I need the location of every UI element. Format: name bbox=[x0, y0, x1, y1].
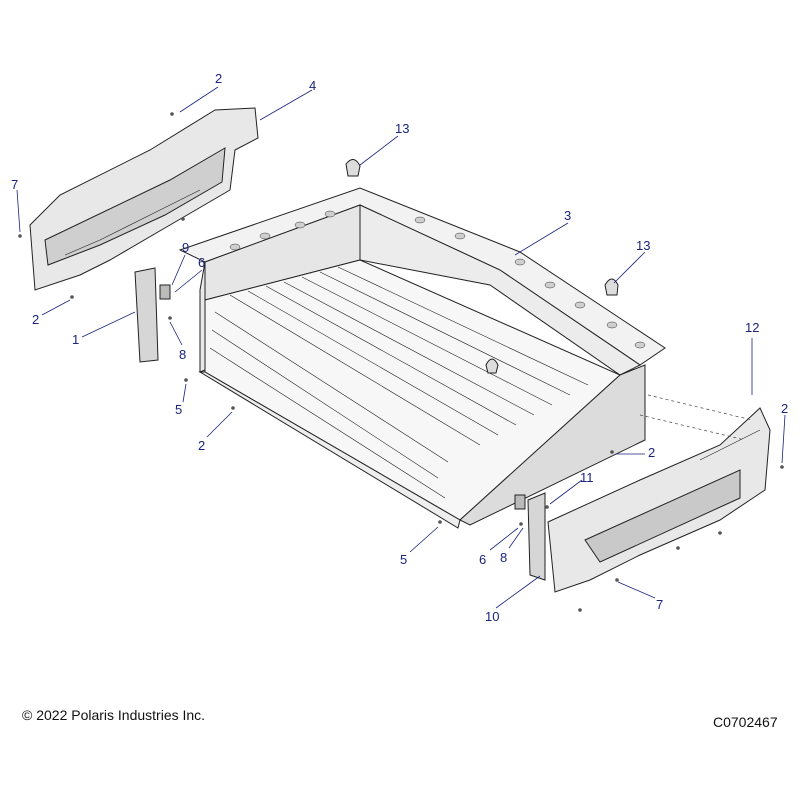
callout-4: 4 bbox=[309, 78, 316, 93]
callout-13-right: 13 bbox=[636, 238, 650, 253]
callout-1: 1 bbox=[72, 332, 79, 347]
fasteners bbox=[18, 112, 784, 612]
callout-8-bottom: 8 bbox=[500, 550, 507, 565]
callout-6-left: 6 bbox=[198, 255, 205, 270]
callout-13-top: 13 bbox=[395, 121, 409, 136]
callout-8-left: 8 bbox=[179, 347, 186, 362]
tie-down-top bbox=[345, 159, 361, 177]
callout-2-bottom-left: 2 bbox=[198, 438, 205, 453]
bracket-right bbox=[514, 492, 546, 581]
callout-9: 9 bbox=[182, 240, 189, 255]
cargo-box bbox=[178, 187, 666, 529]
callout-12: 12 bbox=[745, 320, 759, 335]
callout-5-left: 5 bbox=[175, 402, 182, 417]
callout-7-bottom: 7 bbox=[656, 597, 663, 612]
callout-5-bottom: 5 bbox=[400, 552, 407, 567]
callout-11: 11 bbox=[580, 470, 594, 485]
callout-2-left: 2 bbox=[32, 312, 39, 327]
floor-ribs bbox=[209, 266, 589, 499]
tie-down-right bbox=[604, 278, 619, 296]
right-side-panel bbox=[547, 394, 771, 593]
left-side-panel bbox=[29, 107, 259, 291]
callout-6-bottom: 6 bbox=[479, 552, 486, 567]
callout-10: 10 bbox=[485, 609, 499, 624]
drawing-id: C0702467 bbox=[713, 714, 778, 730]
tie-down-center bbox=[485, 358, 499, 374]
callout-2-right: 2 bbox=[648, 445, 655, 460]
callouts: 2 4 13 7 3 9 6 13 2 1 8 12 5 2 2 2 11 5 … bbox=[11, 71, 788, 624]
copyright-notice: © 2022 Polaris Industries Inc. bbox=[22, 707, 206, 723]
callout-3: 3 bbox=[564, 208, 571, 223]
leader-lines bbox=[16, 86, 786, 609]
callout-2-top: 2 bbox=[215, 71, 222, 86]
callout-2-right-edge: 2 bbox=[781, 401, 788, 416]
rim-pockets bbox=[229, 210, 646, 349]
bracket-left bbox=[134, 267, 171, 363]
callout-7-left: 7 bbox=[11, 177, 18, 192]
